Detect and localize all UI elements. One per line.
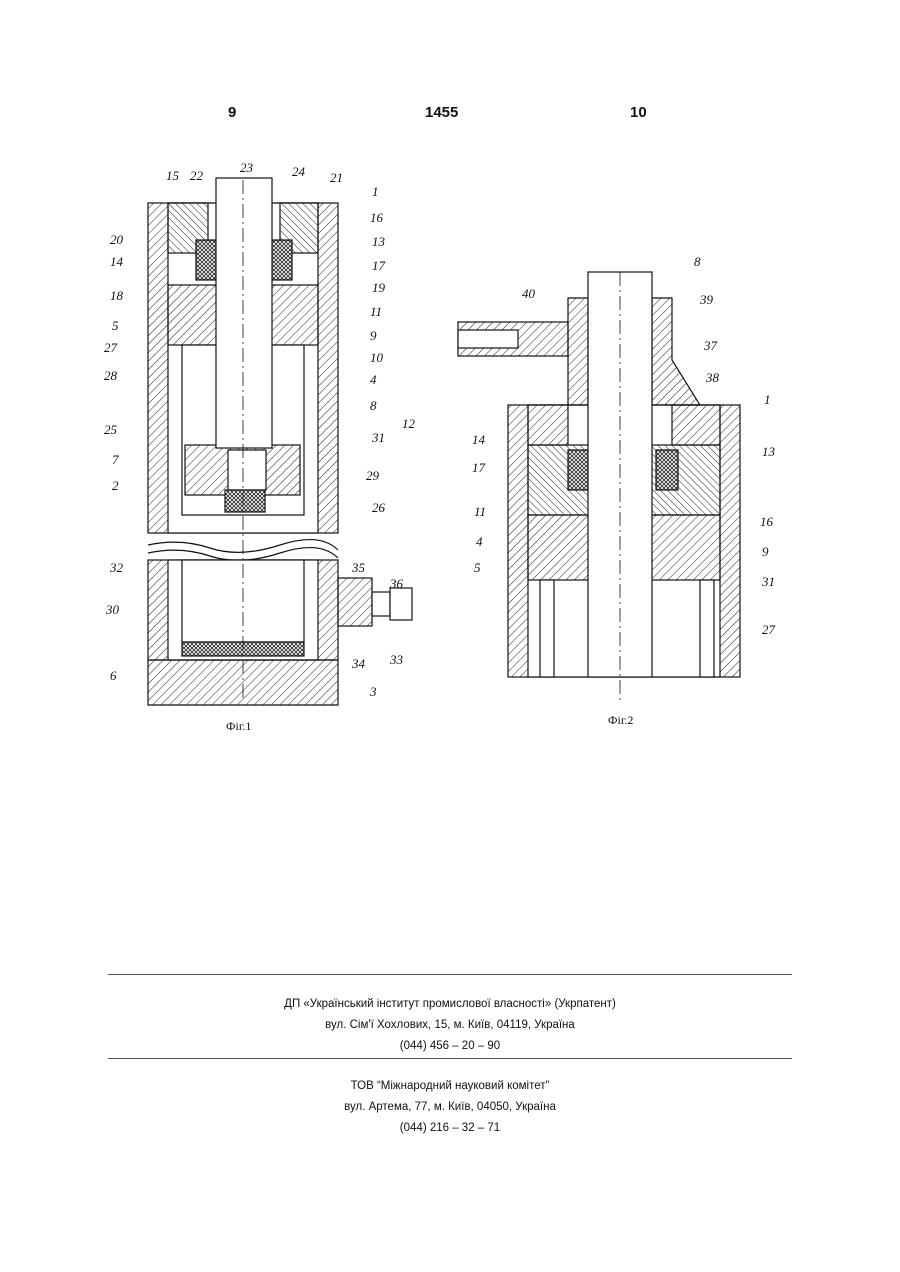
callout-label: 20 bbox=[110, 232, 124, 247]
callout-label: 8 bbox=[370, 398, 377, 413]
callout-label: 32 bbox=[109, 560, 124, 575]
callout-label: 16 bbox=[370, 210, 384, 225]
callout-label: 29 bbox=[366, 468, 380, 483]
callout-label: 1 bbox=[372, 184, 379, 199]
callout-label: 26 bbox=[372, 500, 386, 515]
divider bbox=[108, 1058, 792, 1059]
callout-label: 17 bbox=[472, 460, 486, 475]
callout-label: 21 bbox=[330, 170, 343, 185]
callout-label: 13 bbox=[372, 234, 386, 249]
callout-label: 5 bbox=[112, 318, 119, 333]
figure-2-drawing bbox=[458, 272, 740, 700]
figure-1-caption: Фіг.1 bbox=[226, 719, 251, 733]
callout-label: 10 bbox=[370, 350, 384, 365]
callout-label: 11 bbox=[370, 304, 382, 319]
callout-label: 4 bbox=[476, 534, 483, 549]
callout-label: 7 bbox=[112, 452, 119, 467]
callout-label: 3 bbox=[369, 684, 377, 699]
callout-label: 37 bbox=[703, 338, 718, 353]
callout-label: 1 bbox=[764, 392, 771, 407]
callout-label: 5 bbox=[474, 560, 481, 575]
callout-label: 28 bbox=[104, 368, 118, 383]
callout-label: 9 bbox=[762, 544, 769, 559]
footer-block-2: ТОВ “Міжнародний науковий комітет” вул. … bbox=[0, 1076, 900, 1139]
org2-name: ТОВ “Міжнародний науковий комітет” bbox=[0, 1076, 900, 1097]
figure-2-caption: Фіг.2 bbox=[608, 713, 633, 727]
divider bbox=[108, 974, 792, 975]
callout-label: 30 bbox=[105, 602, 120, 617]
callout-label: 13 bbox=[762, 444, 776, 459]
callout-label: 18 bbox=[110, 288, 124, 303]
callout-label: 23 bbox=[240, 160, 254, 175]
callout-label: 27 bbox=[762, 622, 776, 637]
callout-label: 2 bbox=[112, 478, 119, 493]
callout-label: 36 bbox=[389, 576, 404, 591]
callout-label: 14 bbox=[472, 432, 486, 447]
callout-label: 22 bbox=[190, 168, 204, 183]
org2-address: вул. Артема, 77, м. Київ, 04050, Україна bbox=[0, 1097, 900, 1118]
callout-label: 8 bbox=[694, 254, 701, 269]
callout-label: 15 bbox=[166, 168, 180, 183]
callout-label: 9 bbox=[370, 328, 377, 343]
org1-address: вул. Сім'ї Хохлових, 15, м. Київ, 04119,… bbox=[0, 1015, 900, 1036]
callout-label: 4 bbox=[370, 372, 377, 387]
callout-label: 6 bbox=[110, 668, 117, 683]
callout-label: 11 bbox=[474, 504, 486, 519]
org2-phone: (044) 216 – 32 – 71 bbox=[0, 1118, 900, 1139]
callout-label: 27 bbox=[104, 340, 118, 355]
callout-label: 31 bbox=[761, 574, 775, 589]
callout-label: 24 bbox=[292, 164, 306, 179]
footer-block-1: ДП «Український інститут промислової вла… bbox=[0, 994, 900, 1057]
callout-label: 14 bbox=[110, 254, 124, 269]
patent-drawings: 15 22 23 24 21 1 16 13 17 19 11 9 10 4 8… bbox=[0, 0, 900, 760]
callout-label: 19 bbox=[372, 280, 386, 295]
callout-label: 34 bbox=[351, 656, 366, 671]
callout-label: 31 bbox=[371, 430, 385, 445]
org1-name: ДП «Український інститут промислової вла… bbox=[0, 994, 900, 1015]
callout-label: 12 bbox=[402, 416, 416, 431]
org1-phone: (044) 456 – 20 – 90 bbox=[0, 1036, 900, 1057]
callout-label: 35 bbox=[351, 560, 366, 575]
callout-label: 16 bbox=[760, 514, 774, 529]
callout-label: 40 bbox=[522, 286, 536, 301]
callout-label: 39 bbox=[699, 292, 714, 307]
callout-label: 33 bbox=[389, 652, 404, 667]
callout-label: 25 bbox=[104, 422, 118, 437]
callout-label: 17 bbox=[372, 258, 386, 273]
callout-label: 38 bbox=[705, 370, 720, 385]
